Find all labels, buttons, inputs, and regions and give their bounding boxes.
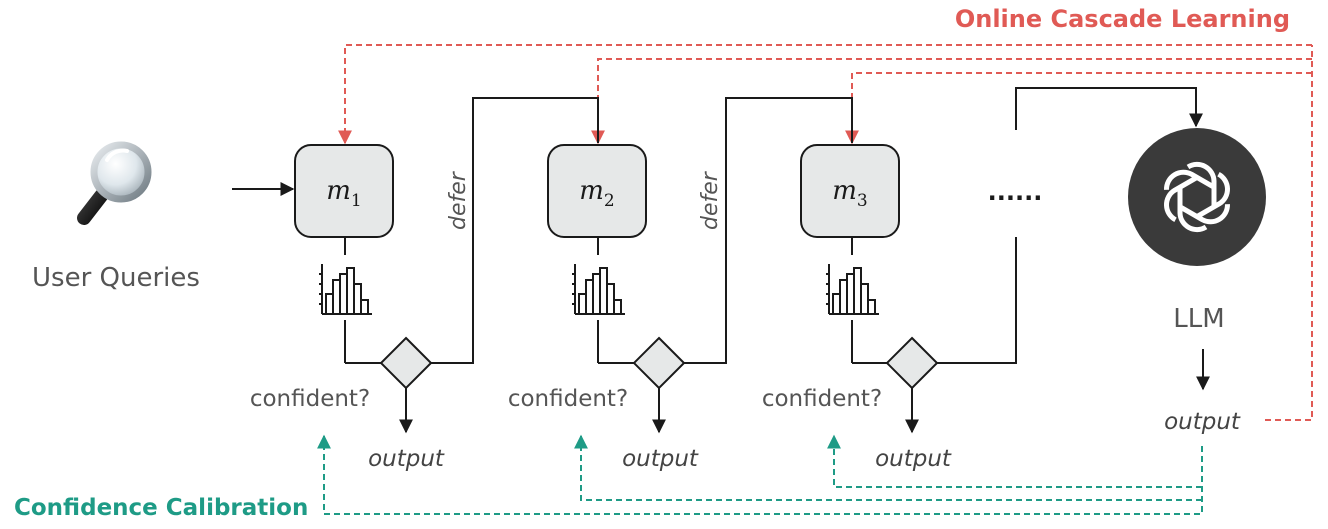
learning-line-m3 — [845, 72, 1312, 145]
calibration-feedback-lines — [317, 434, 1203, 515]
calibration-line-m3 — [827, 434, 1202, 488]
confidence-check-2 — [632, 336, 686, 390]
histogram-icon — [826, 264, 879, 315]
learning-line-llm-output — [1265, 45, 1313, 421]
histogram-icon — [572, 264, 625, 315]
confident-label-2: confident? — [508, 386, 628, 412]
confident-label-1: confident? — [250, 386, 370, 412]
confidence-check-1 — [379, 336, 433, 390]
llm-output-label: output — [1164, 409, 1241, 435]
magnifier-icon — [77, 141, 152, 225]
model-label-m2: m2 — [579, 176, 614, 211]
stage-3: m3 confident? output — [762, 144, 1017, 472]
output-label-2: output — [622, 446, 699, 472]
stage-1: m1 defer confident? output — [250, 97, 599, 472]
defer-line-1 — [431, 97, 599, 364]
llm-node: LLM output — [1128, 128, 1266, 435]
model-box-m3 — [800, 144, 900, 238]
learning-line-m1 — [338, 44, 1312, 145]
model-label-m1: m1 — [326, 176, 361, 211]
model-label-m3: m3 — [832, 176, 867, 211]
confidence-check-3 — [885, 336, 939, 390]
llm-label: LLM — [1173, 304, 1224, 334]
defer-label-1: defer — [446, 170, 471, 230]
defer-line-3 — [937, 237, 1017, 364]
confident-label-3: confident? — [762, 386, 882, 412]
defer-line-2 — [684, 97, 853, 364]
online-cascade-learning-title: Online Cascade Learning — [955, 5, 1290, 33]
output-label-1: output — [368, 446, 445, 472]
llm-circle — [1128, 128, 1266, 266]
user-queries-label: User Queries — [32, 263, 200, 293]
llm-input-line — [1015, 87, 1203, 130]
histogram-icon — [319, 264, 372, 315]
confidence-calibration-label: Confidence Calibration — [14, 495, 308, 521]
output-label-3: output — [875, 446, 952, 472]
calibration-line-m2 — [574, 434, 1202, 501]
ellipsis-label: ...... — [988, 178, 1043, 206]
openai-logo-icon — [1164, 161, 1230, 233]
calibration-line-m1 — [317, 434, 1203, 515]
stage-2: m2 defer confident? output — [508, 97, 853, 472]
defer-label-2: defer — [698, 170, 723, 230]
